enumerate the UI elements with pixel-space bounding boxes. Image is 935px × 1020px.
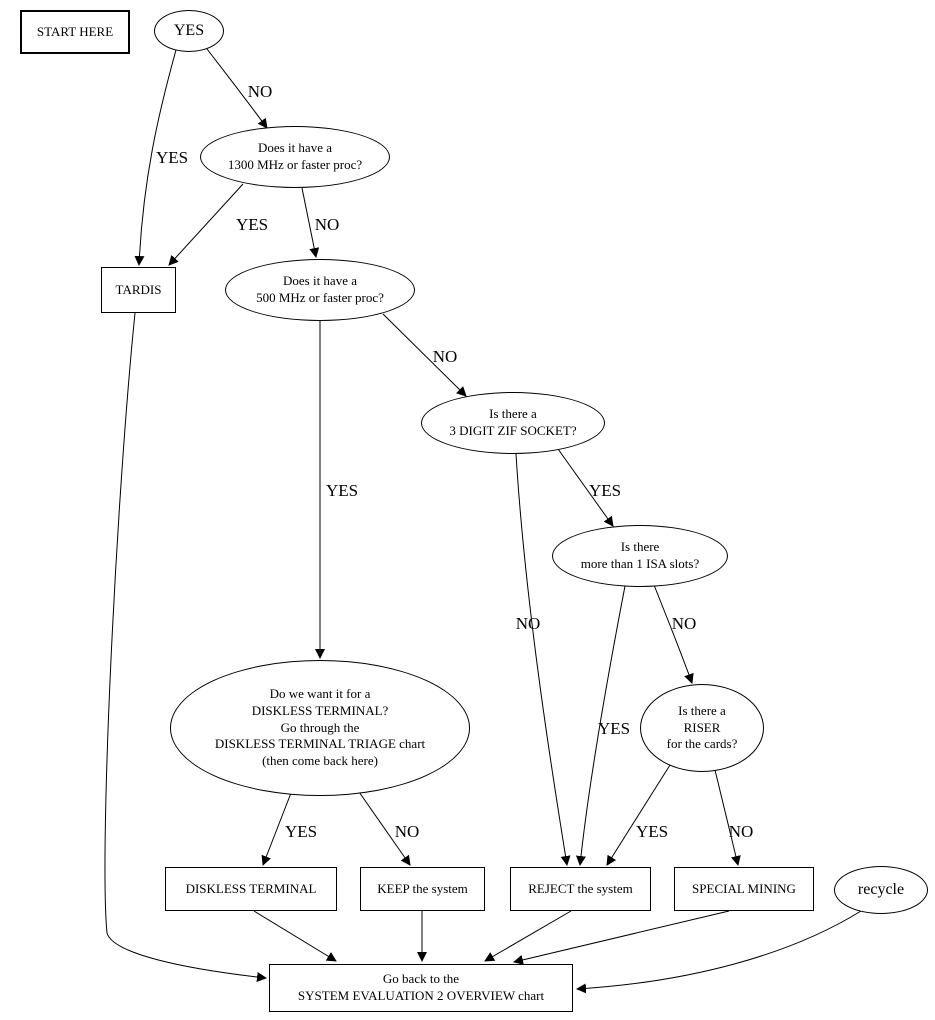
node-start-here: START HERE [20, 10, 130, 54]
edge-label-riser-to-reject: YES [636, 822, 668, 841]
edge-yes-to-proc1300 [206, 48, 268, 129]
edge-label-proc500-to-zif: NO [433, 347, 458, 366]
edge-tardis-to-goback [104, 312, 267, 982]
edge-special-to-goback [513, 910, 730, 965]
edge-label-isa-to-reject: YES [598, 719, 630, 738]
node-special-mining: SPECIAL MINING [674, 867, 814, 911]
edge-diskless-to-keep [356, 788, 411, 866]
node-yes-start: YES [154, 10, 224, 52]
edge-terminal-to-goback [253, 910, 337, 962]
node-zif-socket-question: Is there a 3 DIGIT ZIF SOCKET? [421, 392, 605, 454]
edge-diskless-to-terminal [261, 792, 292, 866]
edge-proc1300-to-proc500 [301, 187, 320, 258]
edge-label-proc500-to-diskless: YES [326, 481, 358, 500]
edge-label-proc1300-to-tardis: YES [236, 215, 268, 234]
edge-reject-to-goback [484, 910, 572, 962]
edge-label-proc1300-to-proc500: NO [315, 215, 340, 234]
node-reject-system: REJECT the system [510, 867, 651, 911]
edge-zif-to-isa [557, 448, 614, 527]
edge-recycle-to-goback [576, 910, 862, 994]
node-proc-1300-question: Does it have a 1300 MHz or faster proc? [200, 126, 390, 188]
edge-yes-to-tardis [134, 49, 177, 266]
edge-label-yes-to-tardis: YES [156, 148, 188, 167]
edge-isa-to-reject [575, 585, 626, 866]
edge-riser-to-reject [606, 764, 671, 866]
edge-label-isa-to-riser: NO [672, 614, 697, 633]
edge-label-riser-to-special: NO [729, 822, 754, 841]
node-proc-500-question: Does it have a 500 MHz or faster proc? [225, 259, 415, 321]
edge-label-diskless-to-keep: NO [395, 822, 420, 841]
node-recycle: recycle [834, 866, 928, 914]
node-diskless-terminal: DISKLESS TERMINAL [165, 867, 337, 911]
node-diskless-terminal-question: Do we want it for a DISKLESS TERMINAL? G… [170, 660, 470, 796]
node-go-back: Go back to the SYSTEM EVALUATION 2 OVERV… [269, 964, 573, 1012]
edge-label-zif-to-reject: NO [516, 614, 541, 633]
edge-riser-to-special [714, 769, 741, 866]
edge-label-diskless-to-terminal: YES [285, 822, 317, 841]
edge-label-yes-to-proc1300: NO [248, 82, 273, 101]
edge-isa-to-riser [653, 584, 694, 684]
node-keep-system: KEEP the system [360, 867, 485, 911]
edge-zif-to-reject [515, 453, 571, 866]
edge-proc1300-to-tardis [168, 183, 244, 266]
edge-proc500-to-zif [382, 313, 467, 397]
edge-label-zif-to-isa: YES [589, 481, 621, 500]
node-tardis: TARDIS [101, 267, 176, 313]
node-isa-slots-question: Is there more than 1 ISA slots? [552, 525, 728, 587]
node-riser-question: Is there a RISER for the cards? [640, 684, 764, 772]
